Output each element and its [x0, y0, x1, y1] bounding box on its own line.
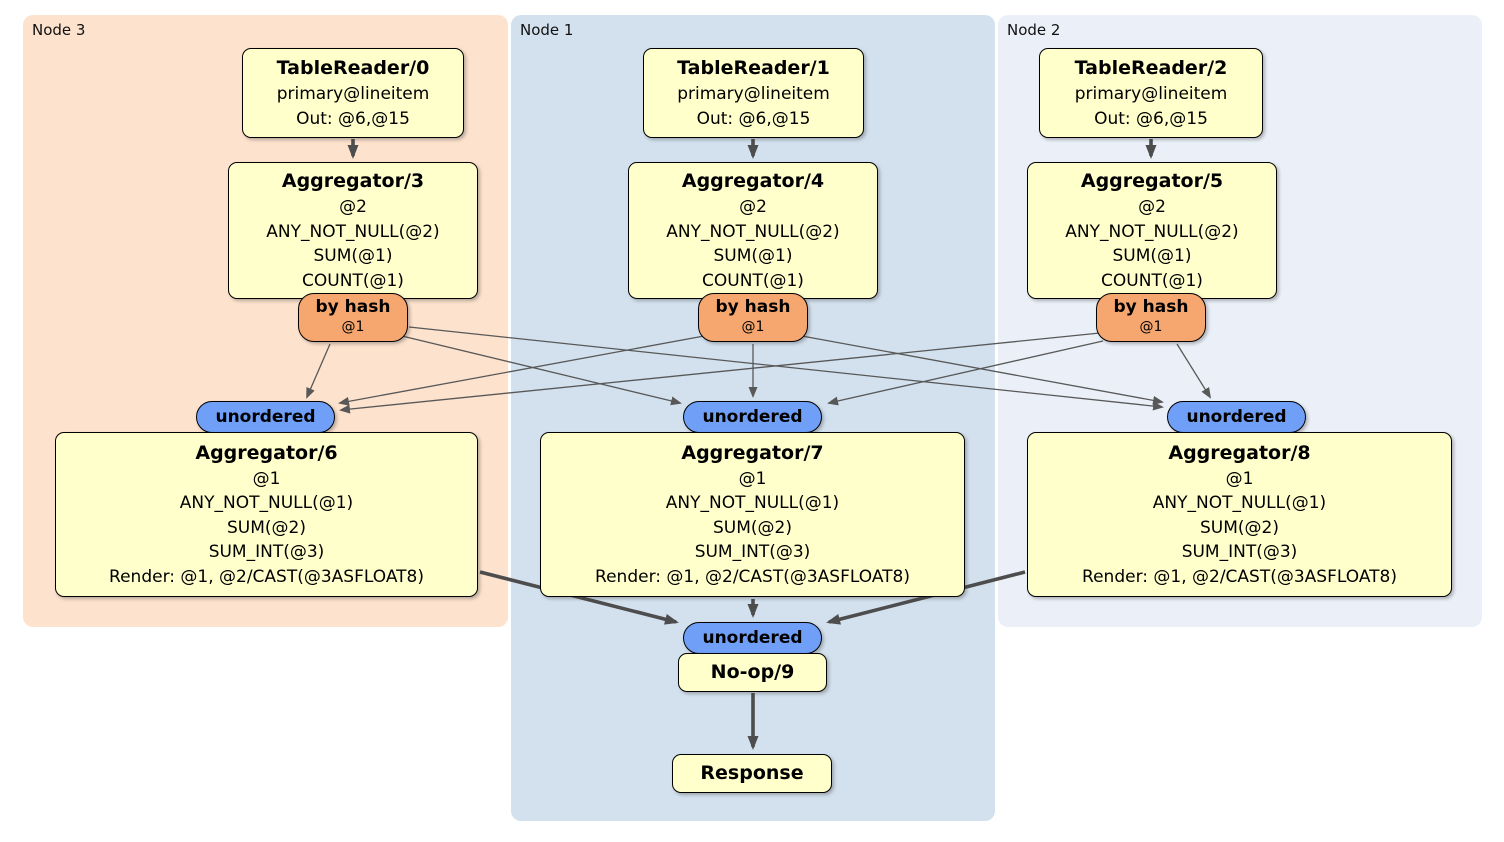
aggregator-3-fn2: SUM(@1): [313, 246, 393, 266]
sync-unordered-agg6-label: unordered: [215, 407, 316, 427]
aggregator-3-fn1: ANY_NOT_NULL(@2): [266, 221, 440, 242]
aggregator-5-group: @2: [1138, 197, 1166, 217]
aggregator-4-fn3: COUNT(@1): [702, 270, 804, 291]
aggregator-5-fn1: ANY_NOT_NULL(@2): [1065, 221, 1239, 242]
node1-label: Node 1: [520, 21, 574, 39]
response-box: Response: [672, 754, 832, 793]
aggregator-6-render: Render: @1, @2/CAST(@3ASFLOAT8): [109, 566, 424, 587]
aggregator-8-fn1: ANY_NOT_NULL(@1): [1152, 493, 1327, 514]
tablereader-1-title: TableReader/1: [677, 57, 830, 79]
sync-unordered-agg8-label: unordered: [1186, 407, 1287, 427]
hash-router-3-label: by hash: [315, 297, 391, 317]
aggregator-7-fn3: SUM_INT(@3): [694, 542, 811, 563]
hash-router-4-key: @1: [741, 319, 765, 335]
aggregator-6-fn3: SUM_INT(@3): [208, 542, 325, 563]
tablereader-2-out: Out: @6,@15: [1094, 108, 1208, 129]
response-title: Response: [700, 762, 804, 784]
aggregator-4-title: Aggregator/4: [681, 170, 825, 192]
aggregator-6-title: Aggregator/6: [195, 441, 338, 464]
aggregator-6-fn1: ANY_NOT_NULL(@1): [179, 493, 354, 514]
tablereader-2-index: primary@lineitem: [1074, 84, 1228, 104]
node3-label: Node 3: [32, 21, 86, 39]
hash-router-4-label: by hash: [715, 297, 791, 317]
aggregator-7-fn2: SUM(@2): [713, 517, 792, 538]
tablereader-0-box: TableReader/0 primary@lineitem Out: @6,@…: [242, 48, 464, 138]
aggregator-7-group: @1: [738, 468, 767, 489]
hash-router-5-key: @1: [1139, 319, 1163, 335]
tablereader-2-title: TableReader/2: [1074, 57, 1228, 79]
aggregator-6-group: @1: [252, 468, 281, 489]
aggregator-3-fn3: COUNT(@1): [302, 270, 404, 291]
aggregator-7-box: Aggregator/7 @1 ANY_NOT_NULL(@1) SUM(@2)…: [540, 432, 965, 597]
node2-label: Node 2: [1007, 21, 1061, 39]
aggregator-3-group: @2: [339, 197, 367, 217]
tablereader-1-box: TableReader/1 primary@lineitem Out: @6,@…: [643, 48, 864, 138]
aggregator-5-fn3: COUNT(@1): [1101, 270, 1203, 291]
tablereader-0-index: primary@lineitem: [276, 84, 430, 104]
aggregator-8-fn2: SUM(@2): [1200, 517, 1279, 538]
tablereader-1-index: primary@lineitem: [677, 84, 830, 104]
hash-router-3: by hash @1: [298, 293, 408, 342]
sync-unordered-noop9-label: unordered: [702, 628, 803, 648]
aggregator-8-group: @1: [1225, 468, 1254, 489]
sync-unordered-agg8: unordered: [1167, 401, 1306, 433]
aggregator-4-fn1: ANY_NOT_NULL(@2): [666, 221, 840, 242]
aggregator-8-box: Aggregator/8 @1 ANY_NOT_NULL(@1) SUM(@2)…: [1027, 432, 1452, 597]
aggregator-5-box: Aggregator/5 @2 ANY_NOT_NULL(@2) SUM(@1)…: [1027, 162, 1277, 299]
sync-unordered-agg7-label: unordered: [702, 407, 803, 427]
tablereader-0-out: Out: @6,@15: [296, 108, 410, 129]
hash-router-3-key: @1: [341, 319, 365, 335]
noop-9-title: No-op/9: [710, 661, 795, 683]
sync-unordered-agg6: unordered: [196, 401, 335, 433]
aggregator-7-render: Render: @1, @2/CAST(@3ASFLOAT8): [595, 566, 910, 587]
tablereader-2-box: TableReader/2 primary@lineitem Out: @6,@…: [1039, 48, 1263, 138]
aggregator-4-group: @2: [739, 197, 767, 217]
aggregator-5-title: Aggregator/5: [1080, 170, 1224, 192]
hash-router-4: by hash @1: [698, 293, 808, 342]
aggregator-8-render: Render: @1, @2/CAST(@3ASFLOAT8): [1082, 566, 1397, 587]
aggregator-8-fn3: SUM_INT(@3): [1181, 542, 1298, 563]
sync-unordered-noop9: unordered: [683, 622, 822, 654]
hash-router-5-label: by hash: [1113, 297, 1189, 317]
hash-router-5: by hash @1: [1096, 293, 1206, 342]
aggregator-7-fn1: ANY_NOT_NULL(@1): [665, 493, 840, 514]
aggregator-8-title: Aggregator/8: [1168, 441, 1311, 464]
aggregator-5-fn2: SUM(@1): [1112, 246, 1192, 266]
aggregator-4-box: Aggregator/4 @2 ANY_NOT_NULL(@2) SUM(@1)…: [628, 162, 878, 299]
aggregator-4-fn2: SUM(@1): [713, 246, 793, 266]
aggregator-7-title: Aggregator/7: [681, 441, 824, 464]
aggregator-3-box: Aggregator/3 @2 ANY_NOT_NULL(@2) SUM(@1)…: [228, 162, 478, 299]
aggregator-6-box: Aggregator/6 @1 ANY_NOT_NULL(@1) SUM(@2)…: [55, 432, 478, 597]
sync-unordered-agg7: unordered: [683, 401, 822, 433]
aggregator-6-fn2: SUM(@2): [227, 517, 306, 538]
tablereader-0-title: TableReader/0: [276, 57, 430, 79]
tablereader-1-out: Out: @6,@15: [696, 108, 811, 129]
noop-9-box: No-op/9: [678, 653, 827, 692]
aggregator-3-title: Aggregator/3: [281, 170, 425, 192]
